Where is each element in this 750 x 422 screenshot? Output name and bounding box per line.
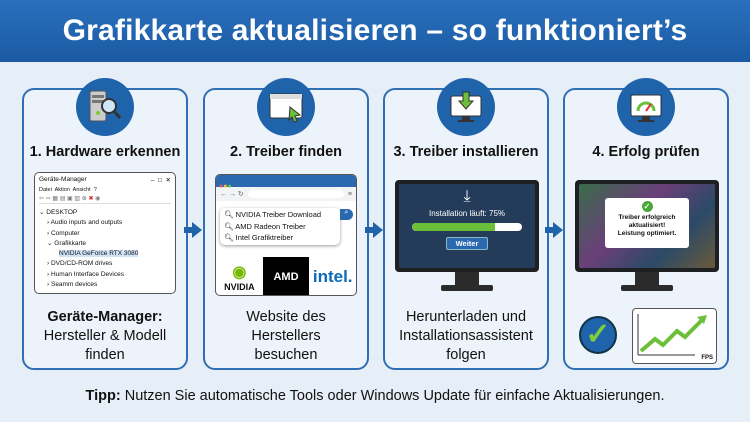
step-card-1: 1. Hardware erkennen Geräte-Manager – □ ✕… bbox=[22, 78, 188, 370]
device-manager-window: Geräte-Manager – □ ✕ Datei Aktion Ansicht… bbox=[34, 172, 176, 294]
page-title: Grafikkarte aktualisieren – so funktioni… bbox=[62, 14, 688, 47]
step-title: 2. Treiber finden bbox=[230, 144, 342, 160]
monitor-foot bbox=[621, 285, 673, 291]
step-caption: Website des Herstellers besuchen bbox=[246, 309, 326, 363]
tree-item[interactable]: ⌄ DESKTOP bbox=[39, 209, 78, 216]
step-caption: Geräte-Manager:Hersteller & Modell finde… bbox=[43, 309, 167, 363]
tip-text: Tipp: Nutzen Sie automatische Tools oder… bbox=[85, 388, 665, 404]
install-status: Installation läuft: 75% bbox=[428, 209, 506, 218]
menu-item[interactable]: Ansicht bbox=[72, 187, 91, 193]
suggestion-item[interactable]: 🔍︎ AMD Radeon Treiber bbox=[224, 221, 306, 231]
browser-window: ●●● ← → ↻≡ 🔍︎ NVIDIA Treiber Download 🔍︎… bbox=[215, 174, 357, 296]
arrow-right-icon bbox=[365, 222, 383, 238]
tree-item-selected[interactable]: NVIDIA GeForce RTX 3080 bbox=[59, 250, 139, 258]
installer-screen: ⤓ Installation läuft: 75% Weiter bbox=[399, 184, 535, 268]
progress-fill bbox=[412, 223, 495, 231]
nvidia-logo[interactable]: ◉NVIDIA bbox=[224, 264, 255, 292]
tree-item[interactable]: › Seamm devices bbox=[47, 281, 98, 289]
search-button[interactable]: ⌕ bbox=[340, 209, 353, 220]
menu-bar: Datei Aktion Ansicht ? bbox=[35, 187, 175, 193]
check-icon: ✓ bbox=[641, 201, 653, 212]
gauge-monitor-icon bbox=[617, 78, 675, 136]
download-monitor-icon bbox=[437, 78, 495, 136]
step-card-2: 2. Treiber finden ●●● ← → ↻≡ 🔍︎ NVIDIA T… bbox=[203, 78, 369, 370]
monitor-stand bbox=[635, 272, 659, 286]
progress-bar bbox=[412, 223, 522, 231]
tree-item[interactable]: ⌄ Grafikkarte bbox=[47, 239, 87, 247]
monitor: ⤓ Installation läuft: 75% Weiter bbox=[395, 180, 539, 272]
step-title: 1. Hardware erkennen bbox=[29, 144, 181, 160]
amd-logo[interactable]: AMD bbox=[262, 257, 310, 295]
fps-label: FPS bbox=[701, 355, 713, 361]
browser-address-bar[interactable]: ← → ↻≡ bbox=[216, 187, 356, 201]
menu-item[interactable]: ? bbox=[93, 187, 97, 193]
step-caption: Herunterladen und Installationsassistent… bbox=[399, 309, 533, 363]
menu-item[interactable]: Datei bbox=[39, 187, 52, 193]
toolbar: ⇦ ⇨ ▦ ▤ ▣ ▥ ⊕ ✖ ◉ bbox=[39, 195, 171, 204]
vendor-logos: ◉NVIDIA AMD intel. bbox=[216, 257, 356, 295]
tree-item[interactable]: › DVD/CD-ROM drives bbox=[47, 260, 113, 268]
header-banner: Grafikkarte aktualisieren – so funktioni… bbox=[0, 0, 750, 62]
download-icon: ⤓ bbox=[463, 188, 471, 205]
step-title: 3. Treiber installieren bbox=[393, 144, 539, 160]
pc-magnifier-icon bbox=[76, 78, 134, 136]
arrow-right-icon bbox=[545, 222, 563, 238]
menu-item[interactable]: Aktion bbox=[54, 187, 70, 193]
device-tree: ⌄ DESKTOP › Audio inputs and outputs › C… bbox=[35, 206, 175, 292]
monitor-foot bbox=[441, 285, 493, 291]
step-title: 4. Erfolg prüfen bbox=[592, 144, 700, 160]
window-controls[interactable]: – □ ✕ bbox=[150, 177, 171, 184]
browser-tab-bar: ●●● bbox=[216, 175, 356, 190]
fps-chart-icon: FPS bbox=[632, 308, 717, 364]
suggestion-item[interactable]: 🔍︎ Intel Grafiktreiber bbox=[224, 233, 294, 242]
search-suggestions: 🔍︎ NVIDIA Treiber Download 🔍︎ AMD Radeon… bbox=[220, 208, 340, 245]
arrow-right-icon bbox=[184, 222, 202, 238]
tree-item[interactable]: › Human Interface Devices bbox=[47, 270, 124, 278]
intel-logo[interactable]: intel. bbox=[312, 267, 353, 286]
checkmark-badge-icon: ✓ bbox=[579, 316, 617, 354]
continue-button[interactable]: Weiter bbox=[446, 237, 488, 250]
search-input[interactable]: 🔍︎ NVIDIA Treiber Download bbox=[224, 210, 322, 219]
tree-item[interactable]: › Computer bbox=[47, 229, 80, 237]
browser-cursor-icon bbox=[257, 78, 315, 136]
step-card-3: 3. Treiber installieren ⤓ Installation l… bbox=[383, 78, 549, 370]
monitor-stand bbox=[455, 272, 479, 286]
tree-item[interactable]: › Audio inputs and outputs bbox=[47, 219, 123, 227]
window-title: Geräte-Manager bbox=[39, 176, 87, 183]
